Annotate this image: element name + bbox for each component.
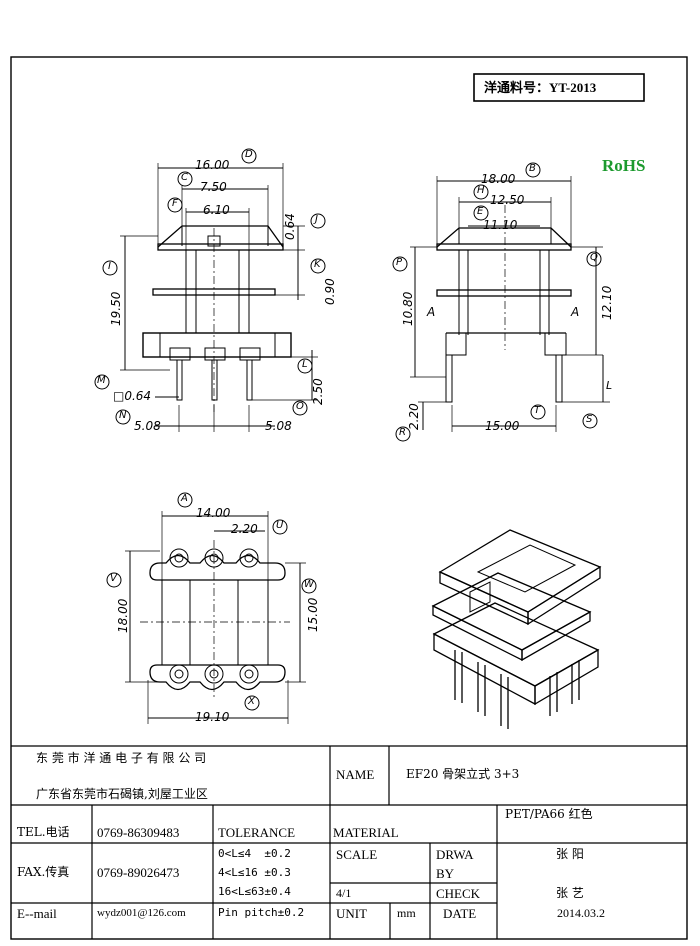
label-A-right: A [571, 305, 580, 319]
label-L-side: L [606, 379, 613, 392]
dim-6-10: 6.10 [203, 203, 230, 217]
dim-5-08-right: 5.08 [265, 419, 292, 433]
fax-label: FAX.传真 [17, 865, 70, 879]
material-label: MATERIAL [333, 825, 399, 840]
label-R: R [399, 427, 406, 438]
tolerance-1: 0<L≤4 ±0.2 [218, 847, 291, 860]
label-F: F [172, 198, 178, 209]
top-view [106, 492, 317, 724]
scale-value: 4/1 [336, 886, 352, 900]
dim-square-0-64: □0.64 [113, 389, 152, 403]
unit-value: mm [397, 906, 416, 920]
check-value: 张 艺 [556, 886, 584, 900]
dim-18-00-top: 18.00 [481, 172, 516, 186]
label-J: J [315, 214, 318, 225]
label-H: H [477, 185, 485, 196]
dim-7-50: 7.50 [200, 180, 227, 194]
dim-2-50: 2.50 [311, 378, 325, 405]
material-value: PET/PA66 红色 [505, 807, 593, 821]
dim-15-00-right: 15.00 [306, 597, 320, 632]
label-C: C [181, 172, 188, 183]
rohs-mark: RoHS [602, 156, 646, 175]
isometric-exploded-view [431, 529, 602, 729]
dim-19-50: 19.50 [109, 291, 123, 326]
label-V: V [110, 573, 117, 584]
label-W: W [304, 579, 314, 590]
dim-0-64: 0.64 [283, 213, 297, 240]
label-A-top: A [181, 493, 188, 504]
dim-15-00-bottom: 15.00 [485, 419, 520, 433]
dim-0-90: 0.90 [323, 278, 337, 305]
label-I: I [108, 261, 111, 272]
name-value: EF20 骨架立式 3+3 [406, 767, 520, 781]
label-M: M [97, 375, 106, 386]
dim-10-80: 10.80 [401, 291, 415, 326]
label-B: B [529, 163, 536, 174]
dim-18-00-left: 18.00 [116, 598, 130, 633]
tel-label: TEL.电话 [17, 825, 70, 839]
company-address: 广东省东莞市石碣镇,刘屋工业区 [36, 787, 208, 801]
tolerance-3: 16<L≤63±0.4 [218, 885, 291, 898]
dim-5-08-left: 5.08 [134, 419, 161, 433]
tolerance-4: Pin pitch±0.2 [218, 906, 305, 919]
label-Q: Q [590, 252, 598, 263]
label-N: N [119, 410, 127, 421]
label-L: L [302, 359, 308, 370]
tolerance-label: TOLERANCE [218, 825, 296, 840]
label-T: T [534, 405, 541, 416]
label-X: X [248, 696, 255, 707]
dim-16-00: 16.00 [195, 158, 230, 172]
email-label: E--mail [17, 906, 57, 921]
label-U: U [276, 520, 284, 531]
name-label: NAME [336, 767, 375, 782]
side-view [392, 162, 610, 442]
sheet-border [10, 56, 688, 940]
label-O: O [296, 401, 304, 412]
drawn-by-label-2: BY [436, 866, 455, 881]
dim-2-20-b: 2.20 [231, 522, 258, 536]
part-number: 洋通料号：YT-2013 [484, 80, 597, 95]
front-view [94, 148, 326, 432]
label-S: S [586, 414, 593, 425]
label-E: E [477, 206, 484, 217]
check-label: CHECK [436, 886, 481, 901]
label-P: P [396, 257, 403, 268]
tolerance-2: 4<L≤16 ±0.3 [218, 866, 291, 879]
dim-12-10: 12.10 [600, 285, 614, 320]
dim-14-00: 14.00 [196, 506, 231, 520]
fax-value: 0769-89026473 [97, 865, 180, 880]
drawn-by-value: 张 阳 [556, 847, 584, 861]
date-label: DATE [443, 906, 477, 921]
title-block [11, 745, 687, 939]
label-A-left: A [427, 305, 436, 319]
label-K: K [314, 259, 321, 270]
dim-19-10: 19.10 [195, 710, 230, 724]
company-name: 东 莞 市 洋 通 电 子 有 限 公 司 [36, 751, 207, 765]
dim-2-20: 2.20 [407, 403, 421, 430]
tel-value: 0769-86309483 [97, 825, 180, 840]
part-number-box [473, 73, 645, 102]
date-value: 2014.03.2 [557, 906, 605, 920]
dim-12-50: 12.50 [490, 193, 525, 207]
unit-label: UNIT [336, 906, 368, 921]
scale-label: SCALE [336, 847, 378, 862]
dim-11-10: 11.10 [483, 218, 518, 232]
drawn-by-label: DRWA [436, 847, 474, 862]
label-D: D [245, 149, 253, 160]
email-value: wydz001@126.com [97, 907, 186, 919]
